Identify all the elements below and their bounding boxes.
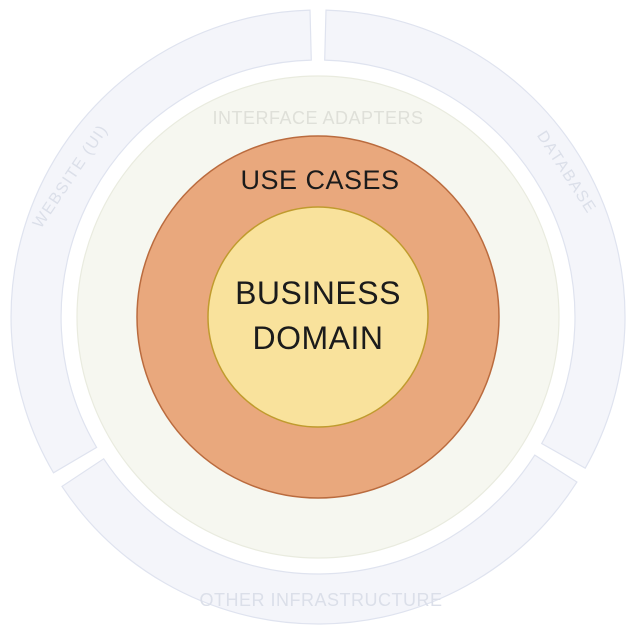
use-cases-label: USE CASES [240,165,399,195]
other-infrastructure-label: OTHER INFRASTRUCTURE [200,590,443,610]
interface-adapters-label: INTERFACE ADAPTERS [212,108,423,128]
outer-ring-segment-website-ui [10,9,312,474]
outer-ring-segment-other-infrastructure [61,454,578,625]
outer-ring [10,9,626,625]
business-domain-circle [207,206,429,428]
business-domain-label-line1: BUSINESS [235,275,401,311]
business-domain-label-line2: DOMAIN [253,320,384,356]
outer-ring-segment-database [324,9,626,470]
